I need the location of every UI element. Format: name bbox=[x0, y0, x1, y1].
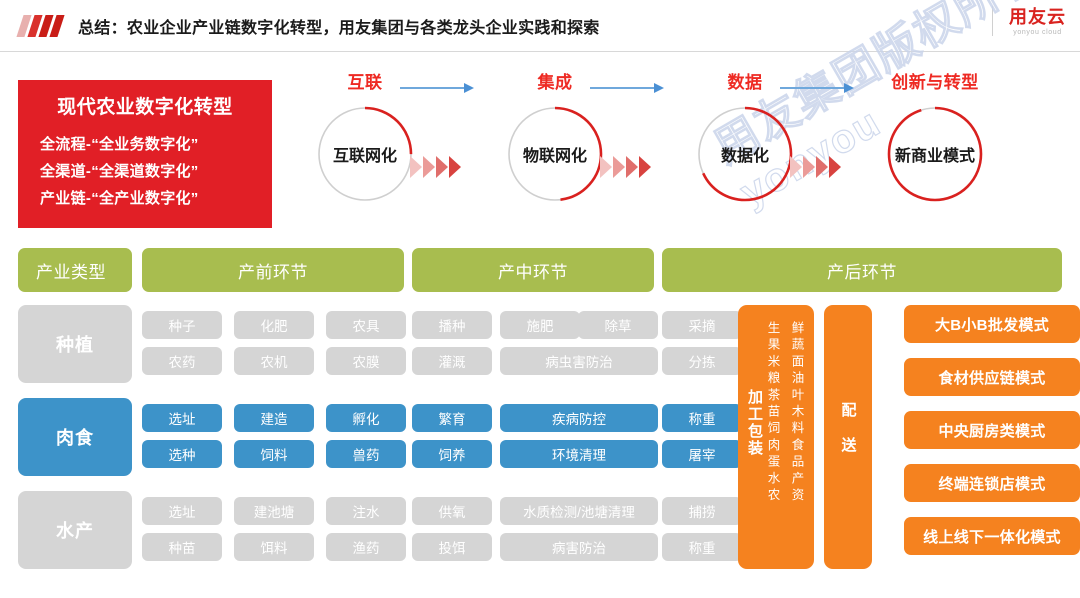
matrix-cell: 捕捞 bbox=[662, 497, 742, 525]
red-panel-title: 现代农业数字化转型 bbox=[57, 97, 233, 118]
business-mode-pill-2: 食材供应链模式 bbox=[904, 358, 1080, 396]
stage-header-bar-2: 产前环节 bbox=[142, 248, 404, 292]
flow-stage-circle: 物联网化 bbox=[505, 104, 605, 204]
stage-header-label: 产业类型 bbox=[36, 262, 106, 282]
flow-chevron-arrows-icon bbox=[600, 156, 662, 180]
matrix-cell: 选址 bbox=[142, 404, 222, 432]
matrix-cell: 病虫害防治 bbox=[500, 347, 658, 375]
matrix-cell: 饵料 bbox=[234, 533, 314, 561]
business-mode-pill-5: 线上线下一体化模式 bbox=[904, 517, 1080, 555]
matrix-cell: 建造 bbox=[234, 404, 314, 432]
packaging-items-column-left: 生果米粮茶苗饲肉蛋水农 bbox=[765, 321, 780, 505]
matrix-category-2: 肉食 bbox=[18, 398, 132, 476]
matrix-cell: 孵化 bbox=[326, 404, 406, 432]
modern-agriculture-panel: 现代农业数字化转型 全流程-“全业务数字化” 全渠道-“全渠道数字化” 产业链-… bbox=[18, 80, 272, 228]
matrix-cell: 饲养 bbox=[412, 440, 492, 468]
matrix-category-3: 水产 bbox=[18, 491, 132, 569]
matrix-cell: 种苗 bbox=[142, 533, 222, 561]
matrix-cell: 疾病防控 bbox=[500, 404, 658, 432]
business-mode-pill-4: 终端连锁店模式 bbox=[904, 464, 1080, 502]
matrix-cell: 农膜 bbox=[326, 347, 406, 375]
flow-stage-4: 创新与转型新商业模式 bbox=[860, 70, 1010, 204]
delivery-label: 配送 bbox=[839, 402, 857, 472]
yonyou-cloud-logo: 用友云 yonyou cloud bbox=[992, 6, 1066, 36]
flow-stage-circle: 互联网化 bbox=[315, 104, 415, 204]
matrix-cell: 除草 bbox=[578, 311, 658, 339]
stage-header-label: 产中环节 bbox=[498, 262, 568, 282]
processing-packaging-box: 加工包装生果米粮茶苗饲肉蛋水农鲜蔬面油叶木料食品产资 bbox=[738, 305, 814, 569]
matrix-cell: 分拣 bbox=[662, 347, 742, 375]
flow-arrow-line bbox=[590, 82, 668, 94]
flow-stage-label: 集成 bbox=[537, 73, 573, 92]
matrix-cell: 称重 bbox=[662, 404, 742, 432]
page-header: 总结：农业企业产业链数字化转型，用友集团与各类龙头企业实践和探索 用友云 yon… bbox=[0, 0, 1080, 52]
flow-stage-circle-label: 互联网化 bbox=[332, 148, 398, 165]
matrix-cell: 农药 bbox=[142, 347, 222, 375]
flow-stage-label: 创新与转型 bbox=[891, 73, 979, 92]
flow-stage-circle-label: 新商业模式 bbox=[894, 148, 976, 165]
matrix-cell: 种子 bbox=[142, 311, 222, 339]
transformation-flow-diagram: 互联互联网化集成物联网化数据数据化创新与转型新商业模式 bbox=[290, 70, 1080, 235]
flow-stage-circle-label: 物联网化 bbox=[522, 148, 588, 165]
delivery-box: 配送 bbox=[824, 305, 872, 569]
matrix-cell: 水质检测/池塘清理 bbox=[500, 497, 658, 525]
matrix-cell: 渔药 bbox=[326, 533, 406, 561]
flow-stage-label: 数据 bbox=[727, 73, 763, 92]
matrix-cell: 兽药 bbox=[326, 440, 406, 468]
stage-header-label: 产后环节 bbox=[827, 262, 897, 282]
matrix-cell: 称重 bbox=[662, 533, 742, 561]
industry-process-matrix: 种植种子化肥农具播种施肥除草采摘农药农机农膜灌溉病虫害防治分拣肉食选址建造孵化繁… bbox=[18, 305, 1080, 580]
matrix-cell: 采摘 bbox=[662, 311, 742, 339]
flow-stage-2: 集成物联网化 bbox=[480, 70, 630, 204]
packaging-items-column-right: 鲜蔬面油叶木料食品产资 bbox=[789, 321, 804, 505]
stage-header-label: 产前环节 bbox=[238, 262, 308, 282]
matrix-cell: 供氧 bbox=[412, 497, 492, 525]
page-title: 总结：农业企业产业链数字化转型，用友集团与各类龙头企业实践和探索 bbox=[78, 19, 600, 37]
matrix-cell: 投饵 bbox=[412, 533, 492, 561]
business-mode-pill-3: 中央厨房类模式 bbox=[904, 411, 1080, 449]
matrix-cell: 病害防治 bbox=[500, 533, 658, 561]
matrix-cell: 农具 bbox=[326, 311, 406, 339]
flow-stage-3: 数据数据化 bbox=[670, 70, 820, 204]
matrix-cell: 注水 bbox=[326, 497, 406, 525]
matrix-cell: 建池塘 bbox=[234, 497, 314, 525]
flow-stage-circle: 新商业模式 bbox=[885, 104, 985, 204]
flow-stage-1: 互联互联网化 bbox=[290, 70, 440, 204]
flow-chevron-arrows-icon bbox=[410, 156, 472, 180]
matrix-cell: 选址 bbox=[142, 497, 222, 525]
matrix-cell: 选种 bbox=[142, 440, 222, 468]
logo-sub-text: yonyou cloud bbox=[1013, 29, 1062, 36]
flow-stage-circle: 数据化 bbox=[695, 104, 795, 204]
matrix-cell: 化肥 bbox=[234, 311, 314, 339]
red-panel-line: 全渠道-“全渠道数字化” bbox=[40, 163, 199, 180]
brand-bars-icon bbox=[16, 14, 65, 37]
flow-chevron-arrows-icon bbox=[790, 156, 852, 180]
matrix-cell: 灌溉 bbox=[412, 347, 492, 375]
business-mode-pill-1: 大B小B批发模式 bbox=[904, 305, 1080, 343]
matrix-cell: 播种 bbox=[412, 311, 492, 339]
matrix-cell: 饲料 bbox=[234, 440, 314, 468]
matrix-cell: 繁育 bbox=[412, 404, 492, 432]
flow-stage-circle-label: 数据化 bbox=[720, 148, 770, 165]
logo-mark-text: 用友云 bbox=[1009, 7, 1066, 27]
stage-header-bar-4: 产后环节 bbox=[662, 248, 1062, 292]
matrix-cell: 环境清理 bbox=[500, 440, 658, 468]
red-panel-line: 全流程-“全业务数字化” bbox=[40, 136, 199, 153]
flow-arrow-line bbox=[780, 82, 858, 94]
matrix-cell: 施肥 bbox=[500, 311, 580, 339]
stage-header-bar-1: 产业类型 bbox=[18, 248, 132, 292]
matrix-cell: 屠宰 bbox=[662, 440, 742, 468]
red-panel-line: 产业链-“全产业数字化” bbox=[40, 190, 199, 207]
matrix-cell: 农机 bbox=[234, 347, 314, 375]
stage-header-bar-3: 产中环节 bbox=[412, 248, 654, 292]
flow-arrow-line bbox=[400, 82, 478, 94]
flow-stage-label: 互联 bbox=[347, 73, 383, 92]
matrix-category-1: 种植 bbox=[18, 305, 132, 383]
processing-packaging-label: 加工包装 bbox=[746, 389, 763, 457]
